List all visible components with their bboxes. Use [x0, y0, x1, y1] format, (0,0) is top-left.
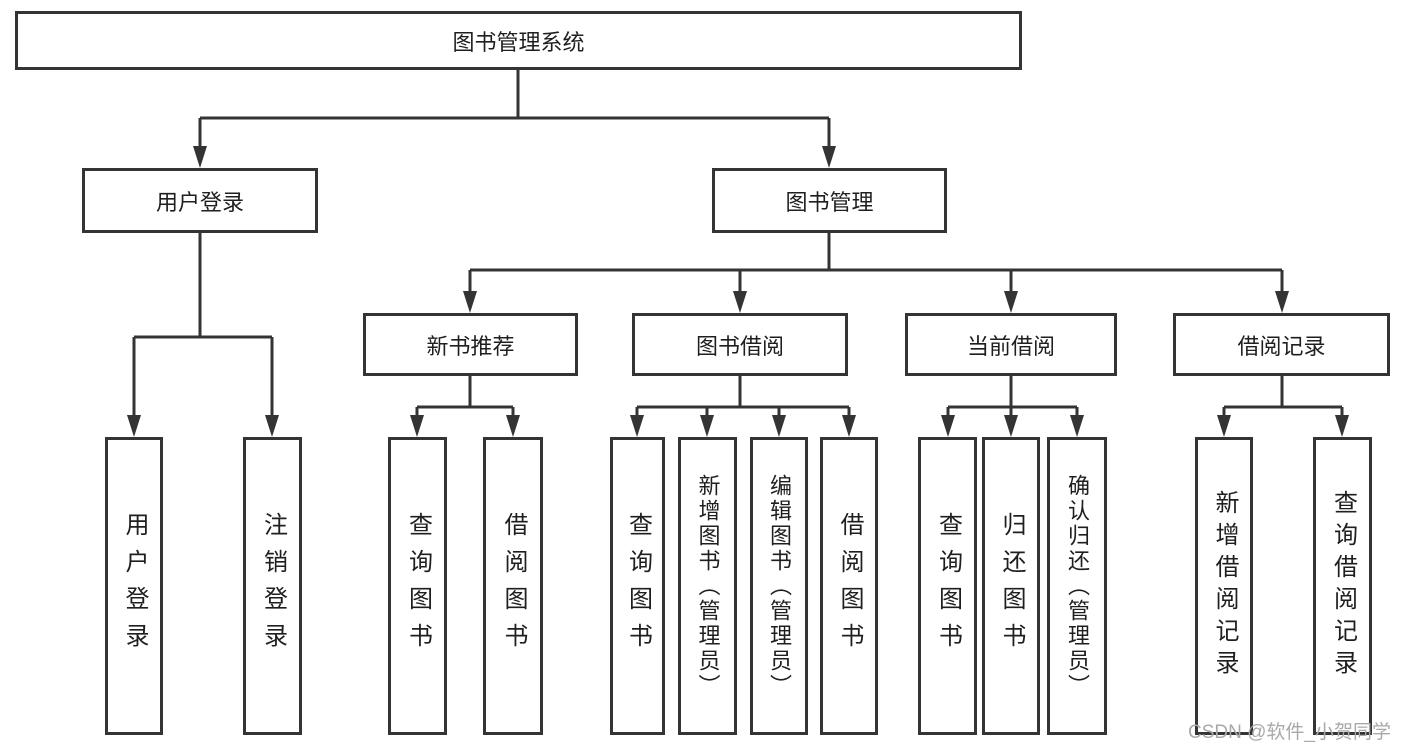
leaf-label: 用户登录 [121, 512, 148, 660]
leaf-return-books: 归还图书 [982, 437, 1040, 735]
leaf-borrow-books: 借阅图书 [820, 437, 878, 735]
leaf-user-login: 用户登录 [105, 437, 163, 735]
leaf-label: 新增图书（管理员） [695, 473, 721, 699]
node-book-borrow: 图书借阅 [632, 313, 848, 376]
leaf-add-book-admin: 新增图书（管理员） [678, 437, 737, 735]
leaf-label: 查询图书 [624, 512, 652, 660]
node-borrow-records: 借阅记录 [1173, 313, 1390, 376]
leaf-add-borrow-record: 新增借阅记录 [1195, 437, 1253, 735]
leaf-query-books-borrow: 查询图书 [610, 437, 665, 735]
leaf-query-books-current: 查询图书 [918, 437, 977, 735]
node-user-login: 用户登录 [82, 168, 318, 233]
node-label: 图书管理 [785, 189, 874, 215]
leaf-edit-book-admin: 编辑图书（管理员） [750, 437, 808, 735]
node-label: 当前借阅 [966, 333, 1055, 359]
node-new-book-recommend: 新书推荐 [363, 313, 578, 376]
leaf-query-books-recommend: 查询图书 [388, 437, 447, 735]
leaf-label: 归还图书 [998, 512, 1025, 660]
arrowhead-group [127, 146, 1349, 437]
leaf-label: 查询借阅记录 [1329, 490, 1357, 682]
node-label: 图书借阅 [695, 333, 784, 359]
leaf-label: 注销登录 [259, 512, 287, 660]
node-label: 新书推荐 [426, 333, 515, 359]
leaf-label: 编辑图书（管理员） [767, 473, 792, 699]
node-label: 用户登录 [155, 189, 244, 215]
node-library-management-system: 图书管理系统 [15, 11, 1022, 70]
leaf-logout: 注销登录 [243, 437, 302, 735]
csdn-watermark: CSDN @软件_小贺同学 [1188, 722, 1391, 743]
leaf-query-borrow-record: 查询借阅记录 [1313, 437, 1372, 735]
node-book-management: 图书管理 [712, 168, 947, 233]
leaf-label: 新增借阅记录 [1211, 490, 1238, 682]
leaf-label: 借阅图书 [836, 512, 863, 660]
leaf-confirm-return-admin: 确认归还（管理员） [1047, 437, 1107, 735]
node-label: 图书管理系统 [452, 29, 585, 55]
leaf-label: 查询图书 [934, 512, 962, 660]
leaf-label: 确认归还（管理员） [1065, 473, 1090, 699]
leaf-borrow-books-recommend: 借阅图书 [483, 437, 543, 735]
node-label: 借阅记录 [1237, 333, 1326, 359]
node-current-borrow: 当前借阅 [905, 313, 1117, 376]
leaf-label: 查询图书 [404, 512, 432, 660]
leaf-label: 借阅图书 [500, 512, 527, 660]
